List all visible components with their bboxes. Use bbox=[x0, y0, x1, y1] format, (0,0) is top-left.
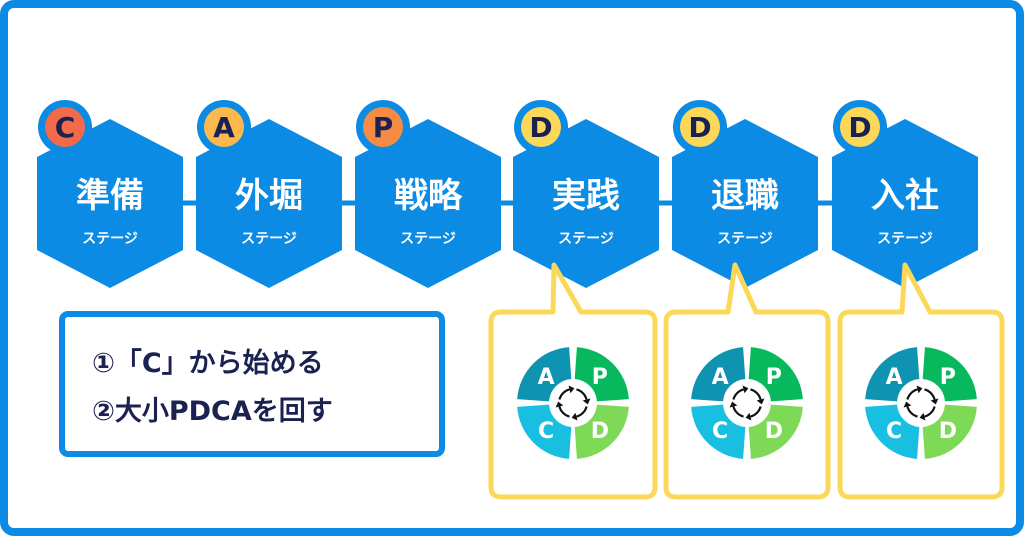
badge-letter: D bbox=[688, 111, 711, 144]
pdca-letter: P bbox=[940, 365, 956, 390]
pdca-quadrant-a bbox=[517, 347, 572, 402]
stage-title: 外堀 bbox=[235, 176, 303, 216]
stage-badge: P bbox=[356, 100, 410, 154]
stage-title: 入社 bbox=[871, 176, 939, 216]
stage-subtitle: ステージ bbox=[877, 231, 933, 247]
stage-badge: D bbox=[514, 100, 568, 154]
stage-subtitle: ステージ bbox=[558, 231, 614, 247]
stage-hexagon bbox=[37, 119, 183, 288]
pdca-quadrant-d bbox=[922, 404, 977, 459]
pdca-letter: C bbox=[712, 419, 728, 444]
stage-badge: C bbox=[38, 100, 92, 154]
notes-box: ①「C」から始める ②大小PDCAを回す bbox=[59, 311, 445, 457]
badge-letter: A bbox=[213, 111, 235, 144]
pdca-letter: P bbox=[766, 365, 782, 390]
pdca-quadrant-c bbox=[691, 404, 746, 459]
pdca-letter: C bbox=[538, 419, 554, 444]
stage-hexagon bbox=[832, 119, 978, 288]
pdca-letter: A bbox=[886, 365, 903, 390]
stage-title: 準備 bbox=[76, 176, 144, 216]
pdca-quadrant-a bbox=[865, 347, 920, 402]
stage-hexagon bbox=[196, 119, 342, 288]
stage-badge: D bbox=[673, 100, 727, 154]
badge-letter: C bbox=[55, 111, 76, 144]
badge-letter: P bbox=[373, 111, 394, 144]
pdca-quadrant-p bbox=[574, 347, 629, 402]
stage-hexagon bbox=[672, 119, 818, 288]
stage-badge: D bbox=[833, 100, 887, 154]
stage-hexagon bbox=[355, 119, 501, 288]
pdca-letter: A bbox=[538, 365, 555, 390]
stage-subtitle: ステージ bbox=[82, 231, 138, 247]
pdca-quadrant-c bbox=[865, 404, 920, 459]
pdca-letter: P bbox=[592, 365, 608, 390]
stage-badge: A bbox=[197, 100, 251, 154]
pdca-letter: D bbox=[765, 419, 783, 444]
pdca-quadrant-p bbox=[748, 347, 803, 402]
pdca-quadrant-p bbox=[922, 347, 977, 402]
notes-frame bbox=[59, 311, 445, 457]
circular-arrows-icon bbox=[555, 385, 591, 421]
pdca-bubble: A P D C bbox=[837, 262, 1005, 500]
pdca-letter: C bbox=[886, 419, 902, 444]
circular-arrows-icon bbox=[729, 385, 765, 421]
pdca-quadrant-d bbox=[574, 404, 629, 459]
pdca-bubble: A P D C bbox=[663, 262, 831, 500]
pdca-bubble: A P D C bbox=[488, 262, 658, 500]
stage-title: 戦略 bbox=[394, 176, 463, 216]
badge-letter: D bbox=[529, 111, 552, 144]
note-2: ②大小PDCAを回す bbox=[92, 396, 333, 427]
circular-arrows-icon bbox=[903, 385, 939, 421]
stage-subtitle: ステージ bbox=[241, 231, 297, 247]
pdca-quadrant-d bbox=[748, 404, 803, 459]
stage-subtitle: ステージ bbox=[400, 231, 456, 247]
stage-subtitle: ステージ bbox=[717, 231, 773, 247]
pdca-quadrant-a bbox=[691, 347, 746, 402]
badge-letter: D bbox=[848, 111, 871, 144]
stage-hexagon bbox=[513, 119, 659, 288]
pdca-letter: D bbox=[939, 419, 957, 444]
stage-title: 実践 bbox=[552, 176, 620, 216]
pdca-quadrant-c bbox=[517, 404, 572, 459]
pdca-letter: A bbox=[712, 365, 729, 390]
pdca-letter: D bbox=[591, 419, 609, 444]
note-1: ①「C」から始める bbox=[92, 347, 324, 379]
stage-title: 退職 bbox=[711, 176, 779, 216]
